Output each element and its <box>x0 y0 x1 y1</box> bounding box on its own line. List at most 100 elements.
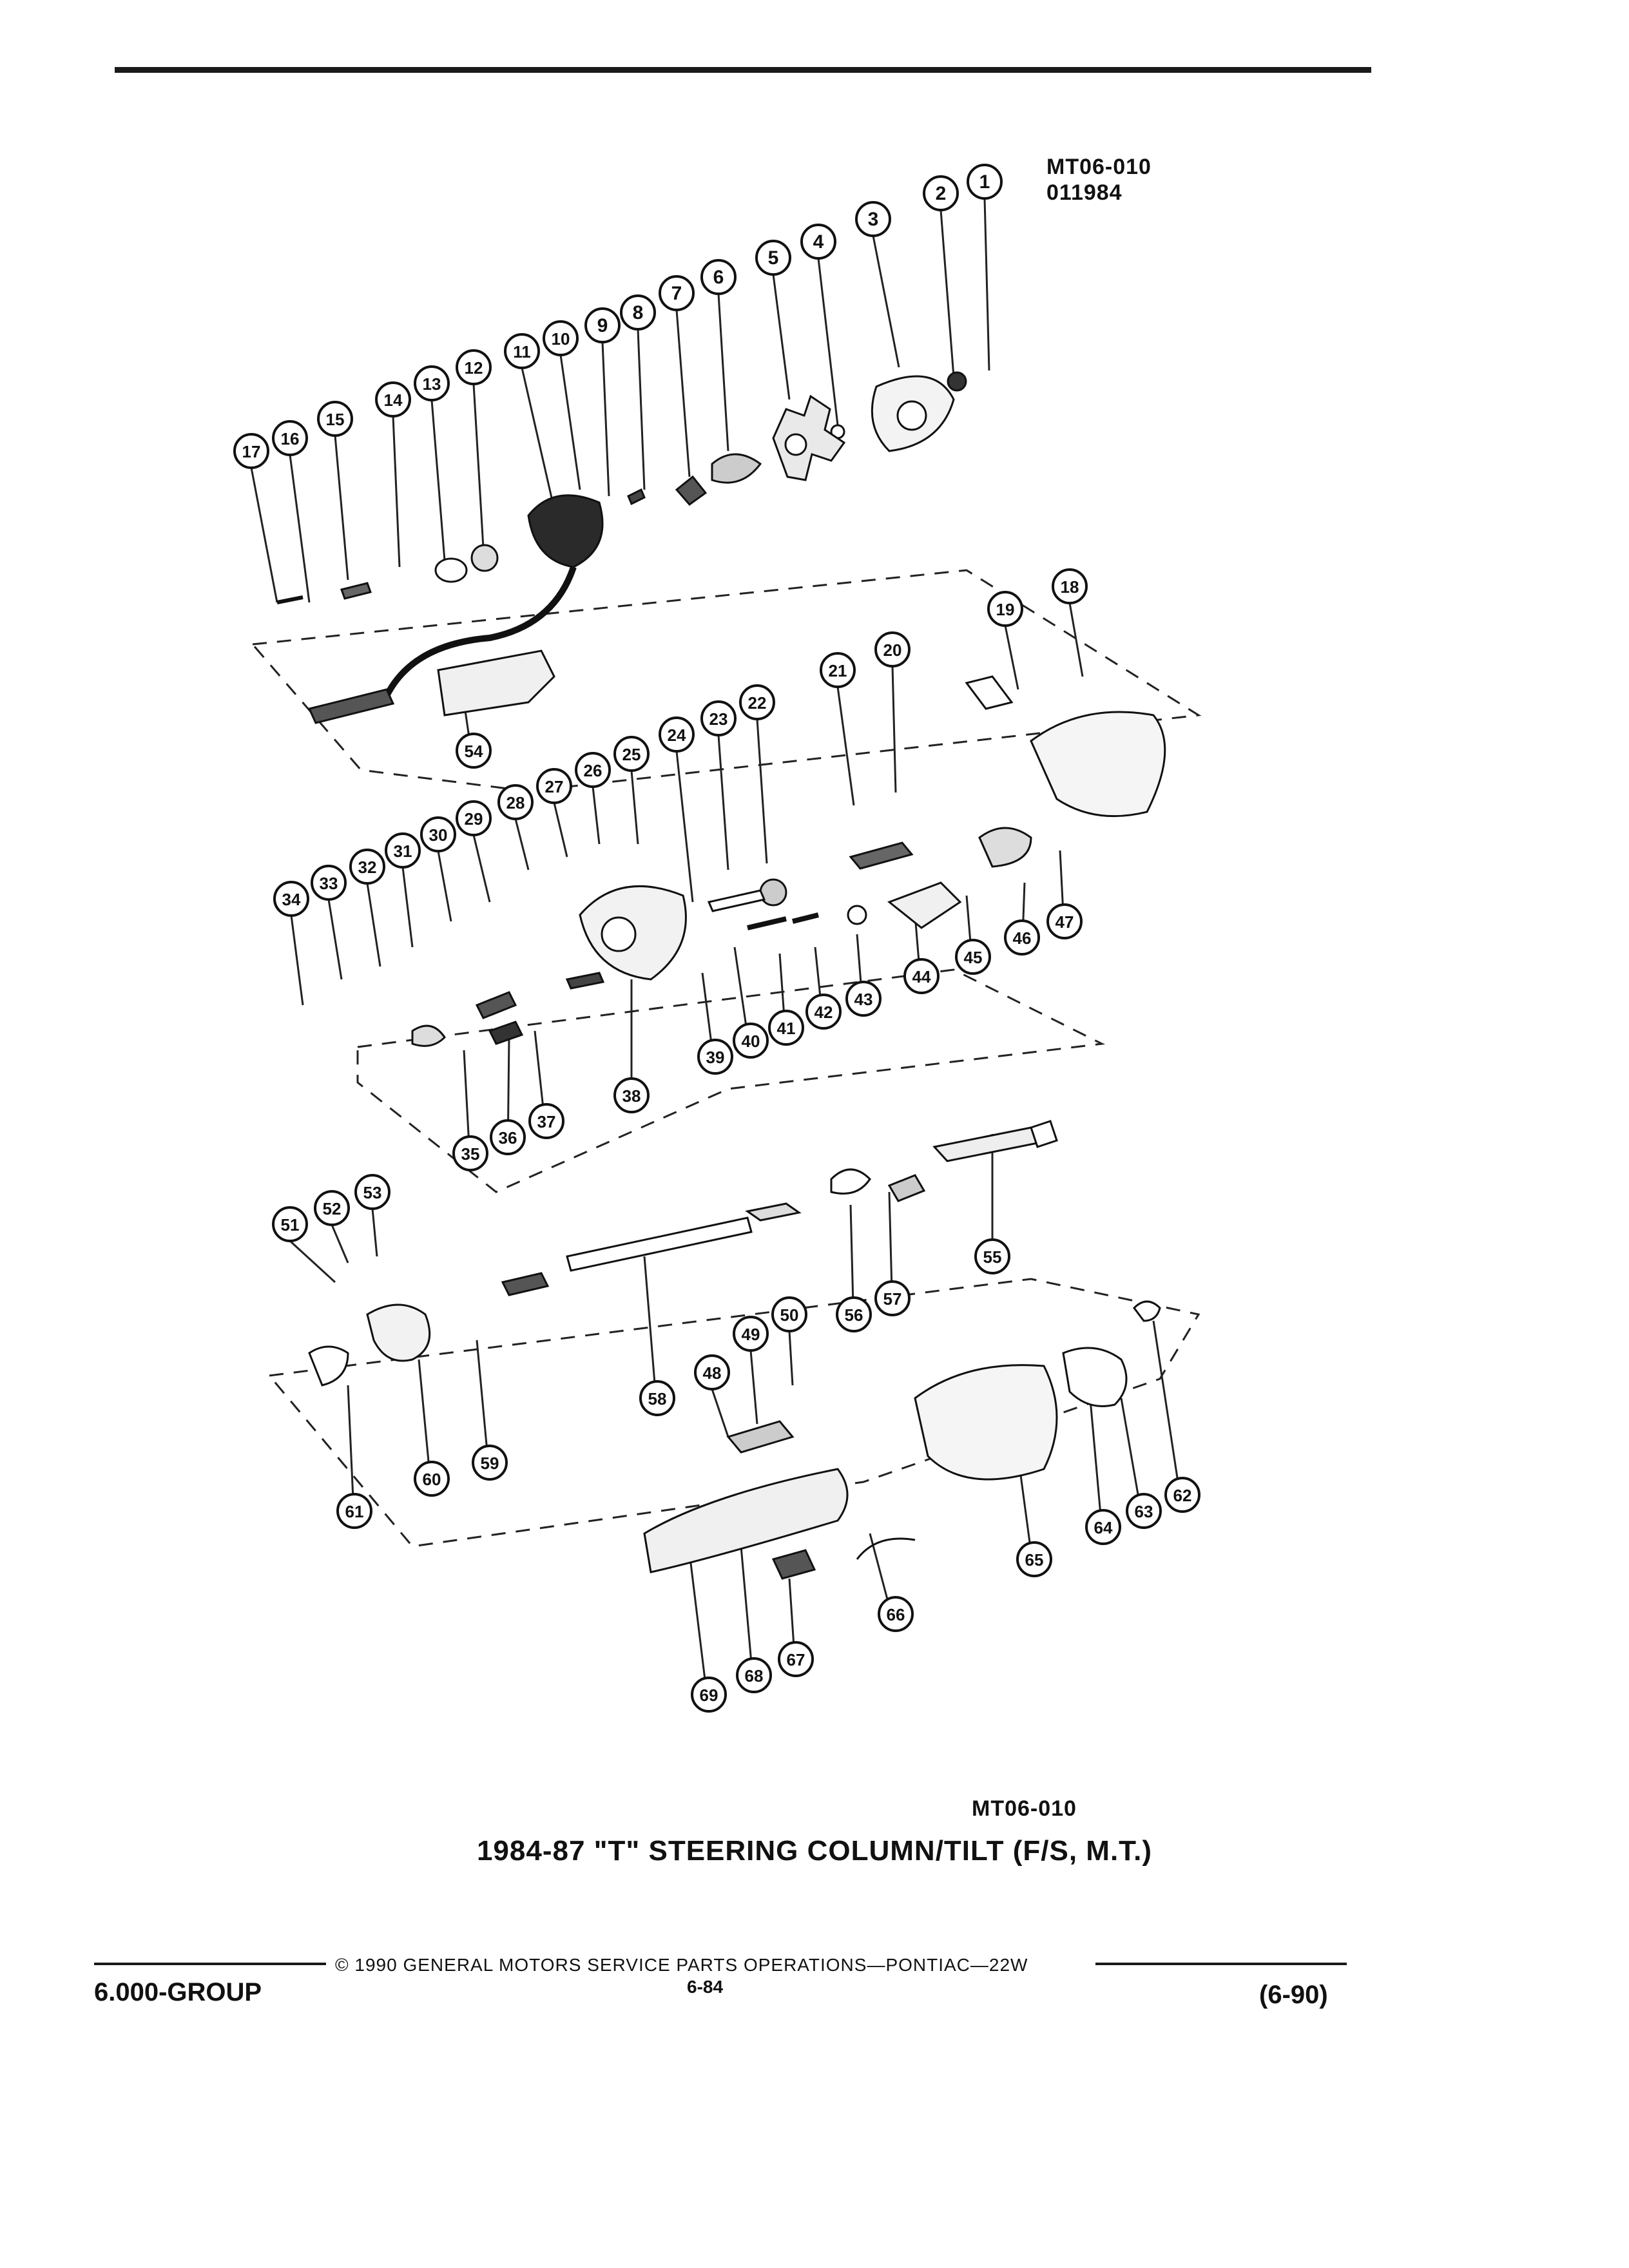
callout-circle <box>336 1493 372 1529</box>
callout-number: 17 <box>242 442 261 461</box>
callout-circle <box>456 800 492 836</box>
callout-circle <box>536 768 572 804</box>
callout-circle <box>1052 568 1088 604</box>
callout-39: 39 <box>697 1039 733 1075</box>
leader-line <box>472 834 491 903</box>
leader-line <box>437 850 452 922</box>
callout-number: 3 <box>868 209 879 230</box>
callout-number: 39 <box>706 1048 725 1067</box>
callout-number: 1 <box>979 171 990 193</box>
callout-number: 21 <box>829 661 847 680</box>
leader-line <box>559 354 581 490</box>
callout-number: 45 <box>964 948 983 967</box>
page-number: 6-84 <box>687 1977 724 1997</box>
callout-circle <box>659 716 695 753</box>
callout-number: 52 <box>323 1199 342 1218</box>
leader-line <box>891 666 897 793</box>
callout-circle <box>974 1238 1010 1274</box>
leader-line <box>553 802 568 858</box>
callout-number: 32 <box>358 858 377 877</box>
callout-number: 27 <box>545 777 564 796</box>
callout-circle <box>349 849 385 885</box>
callout-number: 16 <box>281 429 300 448</box>
callout-4: 4 <box>800 224 836 260</box>
leader-line <box>250 467 278 603</box>
callout-number: 24 <box>668 726 686 745</box>
callout-66: 66 <box>878 1596 914 1632</box>
callout-2: 2 <box>923 175 959 211</box>
callout-1: 1 <box>967 164 1003 200</box>
callout-circle <box>700 259 737 295</box>
callout-number: 49 <box>742 1325 760 1344</box>
callout-35: 35 <box>452 1135 488 1171</box>
leader-line <box>472 383 485 548</box>
callout-circle <box>659 275 695 311</box>
callout-number: 7 <box>671 283 682 304</box>
callout-number: 58 <box>648 1389 667 1408</box>
callout-15: 15 <box>317 401 353 437</box>
callout-25: 25 <box>613 736 650 772</box>
leader-line <box>675 309 691 477</box>
callout-24: 24 <box>659 716 695 753</box>
callout-circle <box>314 1190 350 1226</box>
callout-20: 20 <box>874 631 911 668</box>
callout-number: 68 <box>745 1666 764 1686</box>
callout-number: 15 <box>326 410 345 429</box>
callout-number: 66 <box>887 1605 905 1624</box>
callout-number: 22 <box>748 693 767 713</box>
callout-circle <box>874 631 911 668</box>
callout-number: 19 <box>996 600 1015 619</box>
callout-number: 63 <box>1135 1502 1153 1521</box>
callout-circle <box>1126 1493 1162 1529</box>
callout-circle <box>755 240 791 276</box>
leader-line <box>983 198 990 371</box>
callout-number: 61 <box>345 1502 364 1521</box>
callout-54: 54 <box>456 733 492 769</box>
leader-line <box>401 867 414 948</box>
leader-line <box>756 718 768 864</box>
callout-circle <box>452 1135 488 1171</box>
callout-number: 20 <box>883 640 902 660</box>
callout-48: 48 <box>694 1354 730 1390</box>
callout-number: 42 <box>815 1003 833 1022</box>
callout-number: 26 <box>584 761 602 780</box>
callout-60: 60 <box>414 1461 450 1497</box>
callout-circle <box>700 700 737 736</box>
callout-30: 30 <box>420 816 456 852</box>
callout-circle <box>967 164 1003 200</box>
callout-number: 33 <box>320 874 338 893</box>
callout-number: 36 <box>499 1128 517 1148</box>
leader-line <box>430 399 446 561</box>
callout-34: 34 <box>273 881 309 917</box>
leader-line <box>371 1208 378 1257</box>
callout-number: 5 <box>768 247 779 269</box>
callout-53: 53 <box>354 1174 390 1210</box>
leader-line <box>1068 602 1084 677</box>
callout-number: 6 <box>713 267 724 288</box>
callout-10: 10 <box>543 320 579 356</box>
callout-circle <box>820 652 856 688</box>
callout-11: 11 <box>504 333 540 369</box>
leader-line <box>366 883 381 967</box>
callout-number: 9 <box>597 315 608 336</box>
callout-49: 49 <box>733 1316 769 1352</box>
callout-circle <box>1004 919 1040 956</box>
callout-7: 7 <box>659 275 695 311</box>
callout-50: 50 <box>771 1296 807 1332</box>
leader-line <box>630 770 639 845</box>
callout-number: 56 <box>845 1305 863 1325</box>
callout-51: 51 <box>272 1206 308 1242</box>
callout-number: 54 <box>465 742 483 761</box>
callout-number: 48 <box>703 1363 722 1383</box>
footer-rule-right <box>1095 1963 1347 1965</box>
callout-28: 28 <box>497 784 534 820</box>
callout-circle <box>472 1445 508 1481</box>
callout-41: 41 <box>768 1010 804 1046</box>
callout-number: 43 <box>854 990 873 1009</box>
callout-32: 32 <box>349 849 385 885</box>
callout-number: 8 <box>633 302 644 323</box>
leader-line <box>817 258 839 426</box>
callout-number: 13 <box>423 374 441 394</box>
callout-circle <box>733 1023 769 1059</box>
callout-number: 38 <box>622 1086 641 1106</box>
